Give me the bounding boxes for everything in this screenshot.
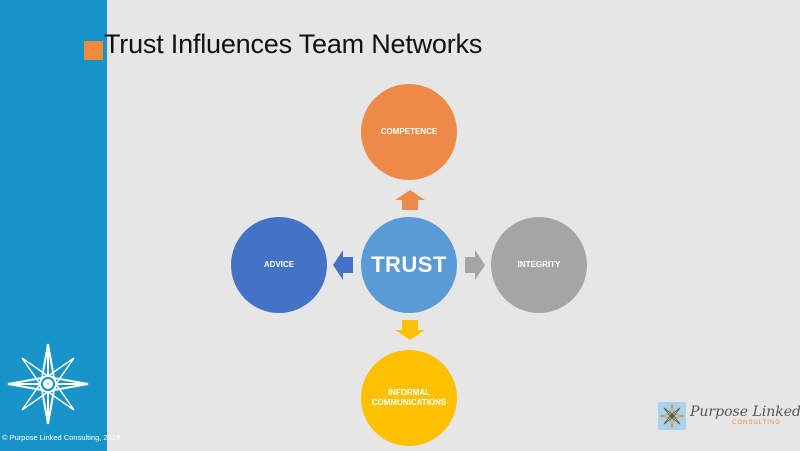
logo-name: Purpose Linked bbox=[690, 404, 800, 420]
logo-tagline: CONSULTING bbox=[732, 420, 781, 426]
node-competence: COMPETENCE bbox=[361, 84, 457, 180]
node-integrity: INTEGRITY bbox=[491, 217, 587, 313]
node-informal-communications-label: INFORMAL COMMUNICATIONS bbox=[371, 388, 447, 407]
node-competence-label: COMPETENCE bbox=[380, 127, 438, 136]
slide-title: Trust Influences Team Networks bbox=[104, 29, 483, 59]
arrow-down-icon bbox=[395, 320, 425, 340]
compass-logo-icon bbox=[658, 402, 686, 430]
node-trust-label: TRUST bbox=[371, 252, 447, 278]
arrow-right-icon bbox=[465, 250, 485, 280]
node-advice: ADVICE bbox=[231, 217, 327, 313]
node-integrity-label: INTEGRITY bbox=[517, 260, 561, 269]
node-trust: TRUST bbox=[361, 217, 457, 313]
arrow-left-icon bbox=[333, 250, 353, 280]
copyright-text: © Purpose Linked Consulting, 2019 bbox=[2, 433, 121, 442]
sidebar-band: © Purpose Linked Consulting, 2019 bbox=[0, 0, 120, 451]
node-advice-label: ADVICE bbox=[263, 260, 295, 269]
compass-star-icon bbox=[7, 343, 89, 425]
node-informal-communications: INFORMAL COMMUNICATIONS bbox=[361, 350, 457, 446]
arrow-up-icon bbox=[395, 190, 425, 210]
title-bullet bbox=[84, 41, 103, 60]
